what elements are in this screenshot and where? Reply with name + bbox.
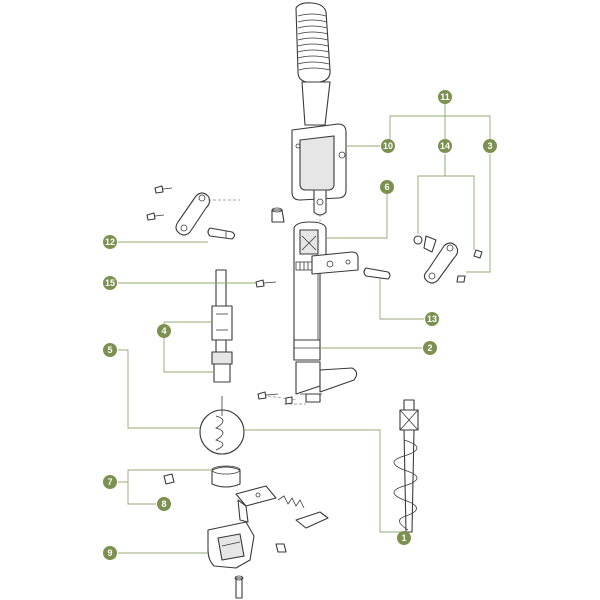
lever-link-left	[175, 192, 211, 236]
pivot-pin	[207, 227, 236, 240]
nut-small	[275, 543, 287, 553]
callout-label: 12	[105, 237, 115, 247]
base-pin	[234, 575, 244, 599]
callout-13: 13	[425, 312, 439, 326]
callout-label: 13	[427, 314, 437, 324]
callout-label: 3	[487, 141, 492, 151]
callout-14: 14	[438, 139, 452, 153]
screw-body-lower	[285, 396, 293, 405]
callout-1: 1	[397, 531, 411, 545]
screw-right	[473, 249, 483, 259]
screw-right-lower	[456, 275, 466, 283]
callout-9: 9	[103, 546, 117, 560]
leader-lines	[118, 104, 491, 554]
main-body	[293, 221, 327, 361]
screw-small	[146, 212, 165, 221]
callout-label: 11	[440, 92, 450, 102]
callout-6: 6	[380, 180, 394, 194]
guide-rod	[211, 269, 233, 383]
body-side-plate	[311, 251, 359, 275]
callout-label: 10	[383, 141, 393, 151]
callout-3: 3	[483, 139, 497, 153]
screw-body-left	[255, 279, 277, 288]
cap-nut	[271, 207, 285, 223]
callout-label: 7	[107, 477, 112, 487]
screw-body-lower	[257, 391, 279, 400]
spring	[277, 495, 305, 509]
body-foot	[295, 361, 358, 403]
callout-7: 7	[103, 475, 117, 489]
callout-15: 15	[103, 276, 117, 290]
axle-pin	[363, 267, 391, 280]
callout-label: 15	[105, 278, 115, 288]
callout-label: 5	[107, 345, 112, 355]
callout-label: 2	[427, 343, 432, 353]
callout-label: 1	[401, 533, 406, 543]
set-screw	[163, 473, 175, 485]
spacer-right	[423, 235, 437, 253]
callout-4: 4	[157, 324, 171, 338]
callout-8: 8	[157, 497, 171, 511]
screw-small	[154, 185, 173, 194]
callout-label: 4	[161, 326, 166, 336]
callout-label: 6	[384, 182, 389, 192]
callout-10: 10	[381, 139, 395, 153]
lever-link-right	[423, 242, 459, 284]
callout-12: 12	[103, 235, 117, 249]
handle-grip	[295, 2, 331, 126]
callout-5: 5	[103, 343, 117, 357]
corkscrew-worm	[393, 399, 419, 533]
worm-detail	[199, 396, 245, 455]
collar	[211, 465, 241, 488]
callout-2: 2	[423, 341, 437, 355]
yoke-frame	[291, 123, 347, 216]
lower-bracket	[235, 485, 277, 523]
release-lever	[295, 511, 329, 529]
callout-label: 9	[107, 548, 112, 558]
callout-label: 14	[440, 141, 450, 151]
callout-label: 8	[161, 499, 166, 509]
callout-11: 11	[438, 90, 452, 104]
base-clamp	[207, 521, 255, 569]
washer-right	[413, 235, 423, 245]
